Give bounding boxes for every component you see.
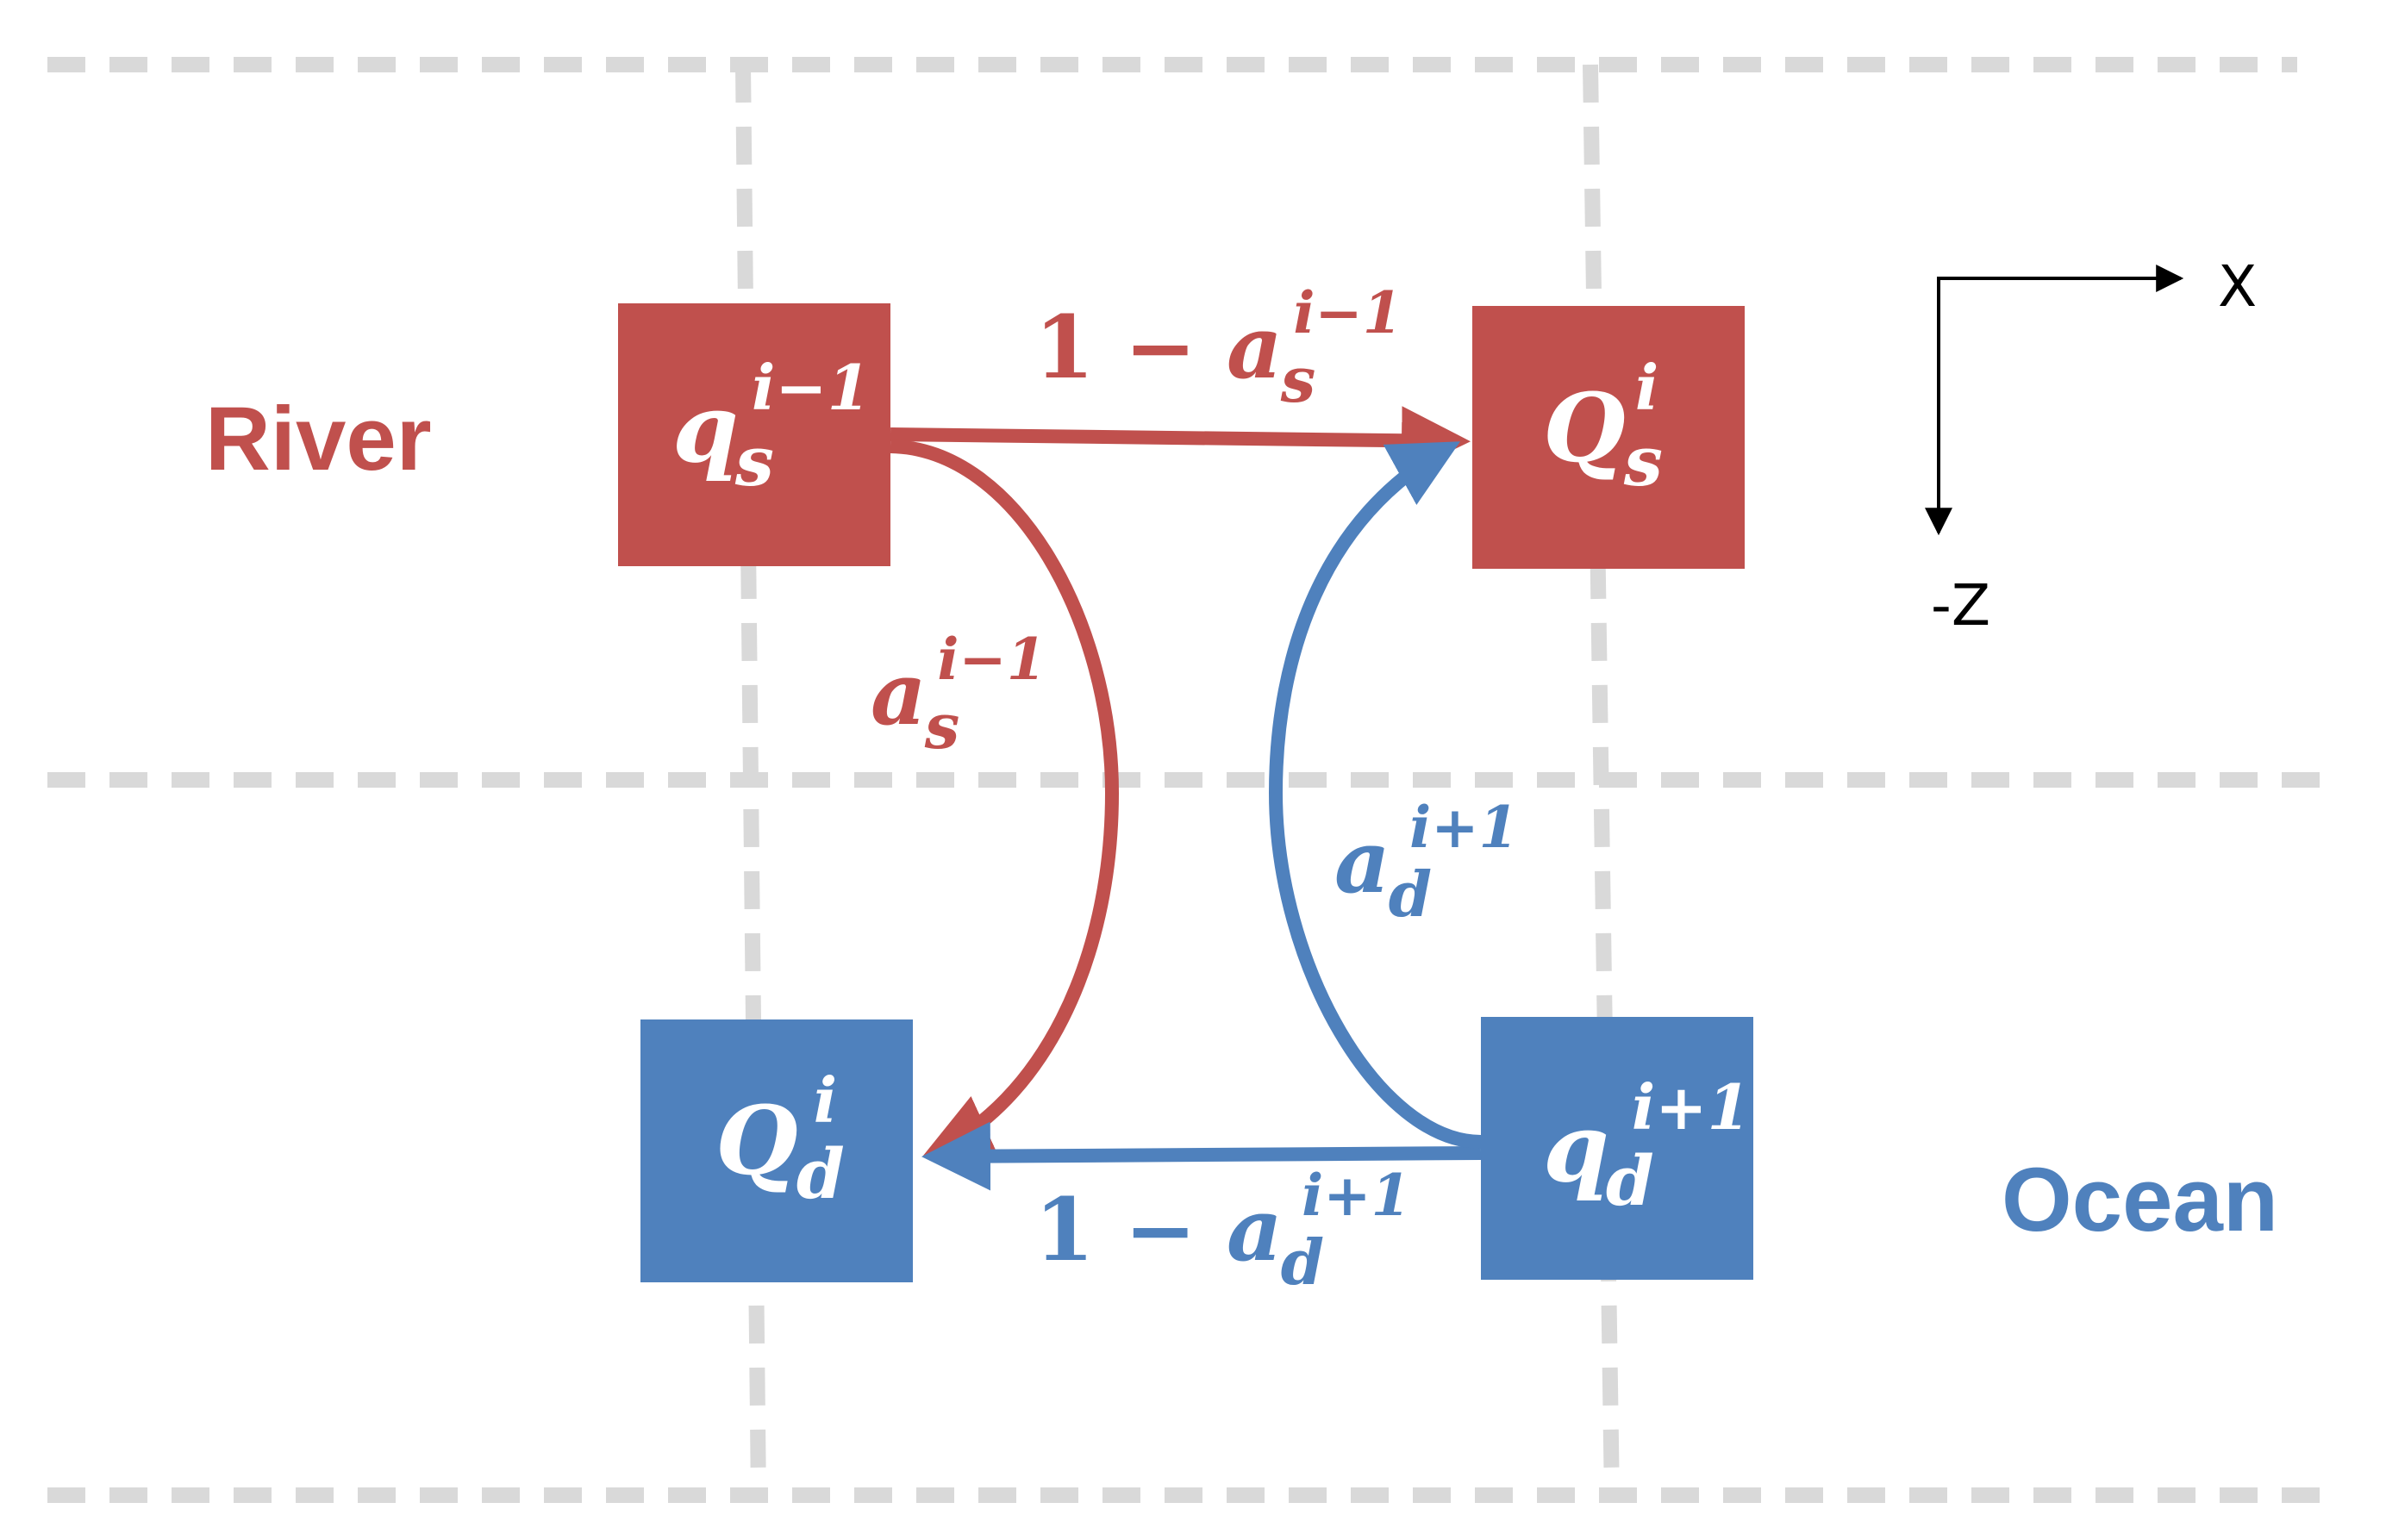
box-q-s-prev — [618, 303, 890, 566]
box-label-q-s-prev: q s i−1 — [672, 351, 871, 502]
arrow-label-top: 1 − a s i−1 — [1034, 279, 1402, 416]
box-q-d-next — [1481, 1017, 1753, 1280]
box-label-Q-s: Q s i — [1543, 351, 1666, 502]
arrow-left-river-curve — [890, 440, 1120, 1159]
x-axis-label: X — [2218, 253, 2257, 320]
ocean-label: Ocean — [2002, 1150, 2278, 1250]
box-label-q-d-next: q d i+1 — [1543, 1070, 1751, 1221]
grid-line-right — [1583, 64, 1620, 1500]
arrow-label-bottom: 1 − a d i+1 — [1034, 1162, 1410, 1299]
arrow-label-left: a s i−1 — [871, 626, 1046, 763]
arrow-right-ocean-curve — [1268, 441, 1482, 1149]
z-axis-label: -Z — [1931, 572, 1990, 639]
axis-indicator: X -Z — [1925, 253, 2257, 639]
box-Q-s — [1472, 306, 1745, 569]
river-label: River — [205, 389, 432, 489]
arrow-label-right: a d i+1 — [1334, 794, 1518, 931]
box-Q-d — [640, 1019, 913, 1282]
arrow-bottom-ocean — [921, 1121, 1482, 1191]
box-label-Q-d: Q d i — [715, 1063, 848, 1214]
grid-line-left — [735, 64, 766, 1500]
arrow-top-river — [890, 406, 1471, 476]
